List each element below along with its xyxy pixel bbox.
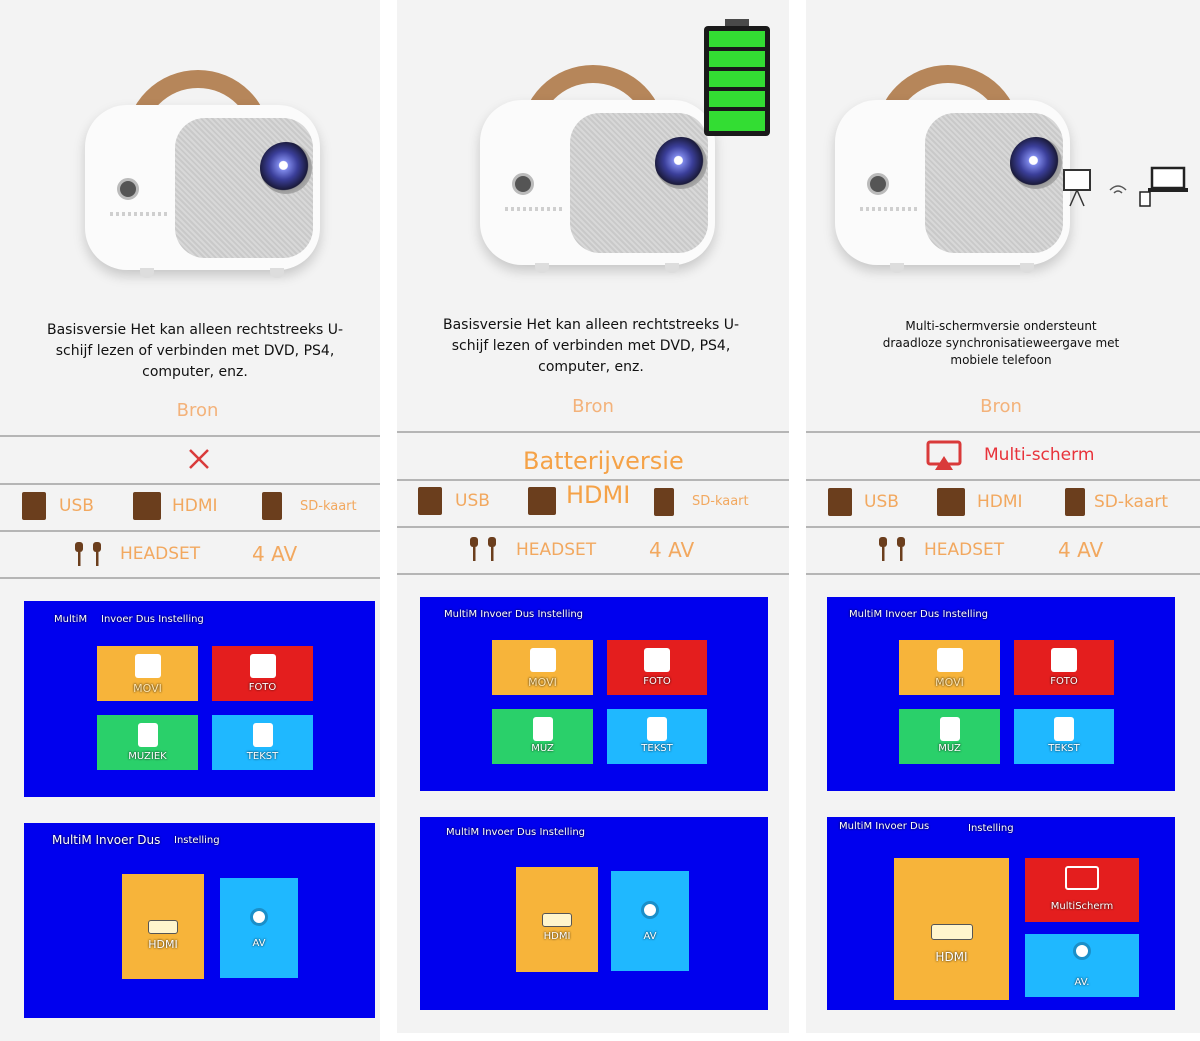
variant-column-battery: Basisversie Het kan alleen rechtstreeks …	[397, 0, 789, 1033]
source-label: Bron	[980, 396, 1022, 417]
tile-photo[interactable]: FOTO	[1014, 640, 1114, 695]
port-av: 4 AV	[1058, 538, 1104, 562]
sd-card-icon	[262, 492, 282, 520]
port-headset: HEADSET	[924, 540, 1005, 560]
menu-screen-media: MultiM Invoer Dus Instelling MOVI FOTO M…	[24, 601, 375, 797]
variant-column-multiscreen: Multi-schermversie ondersteunt draadloze…	[806, 0, 1200, 1033]
menu-tab-multim[interactable]: MultiM Invoer Dus Instelling	[849, 609, 989, 620]
hdmi-icon	[133, 492, 161, 520]
port-sd: SD-kaart	[692, 494, 749, 509]
tile-photo[interactable]: FOTO	[212, 646, 313, 701]
film-icon	[529, 648, 556, 672]
earphones-icon	[75, 542, 101, 566]
usb-icon	[22, 492, 46, 520]
screen-mirror-icon	[1065, 866, 1099, 890]
film-icon	[134, 654, 161, 678]
menu-screen-input: MultiM Invoer Dus Instelling HDMI AV	[420, 817, 768, 1010]
image-icon	[1051, 648, 1077, 672]
port-headset: HEADSET	[516, 540, 597, 560]
port-usb: USB	[59, 496, 94, 516]
tile-movie[interactable]: MOVI	[97, 646, 198, 701]
port-usb: USB	[864, 492, 899, 512]
cross-icon	[189, 449, 209, 469]
port-hdmi: HDMI	[566, 481, 631, 509]
music-note-icon	[532, 717, 553, 741]
document-icon	[647, 717, 667, 741]
port-hdmi: HDMI	[977, 492, 1023, 512]
document-icon	[1054, 717, 1074, 741]
port-sd: SD-kaart	[1094, 492, 1169, 512]
wireless-mirroring-diagram	[1063, 166, 1188, 207]
port-av: 4 AV	[649, 538, 695, 562]
tile-hdmi[interactable]: HDMI	[894, 858, 1009, 1000]
tile-multiscreen[interactable]: MultiScherm	[1025, 858, 1139, 922]
usb-icon	[828, 488, 852, 516]
variant-description: Basisversie Het kan alleen rechtstreeks …	[442, 317, 740, 375]
sd-card-icon	[654, 488, 674, 516]
port-usb: USB	[455, 491, 490, 511]
menu-screen-media: MultiM Invoer Dus Instelling MOVI FOTO M…	[420, 597, 768, 791]
tile-movie[interactable]: MOVI	[492, 640, 593, 695]
image-icon	[644, 648, 670, 672]
port-hdmi: HDMI	[172, 496, 218, 516]
film-icon	[936, 648, 963, 672]
tile-text[interactable]: TEKST	[212, 715, 313, 770]
av-jack-icon	[250, 908, 268, 926]
menu-tab-rest[interactable]: Invoer Dus Instelling	[101, 614, 204, 625]
music-note-icon	[939, 717, 960, 741]
hdmi-icon	[148, 920, 178, 934]
projector-image	[80, 70, 330, 290]
battery-full-icon	[704, 19, 770, 136]
document-icon	[252, 723, 273, 747]
music-note-icon	[137, 723, 158, 747]
menu-tab-multim[interactable]: MultiM Invoer Dus Instelling	[446, 827, 586, 838]
tile-music[interactable]: MUZIEK	[97, 715, 198, 770]
usb-icon	[418, 487, 442, 515]
menu-screen-input: MultiM Invoer Dus Instelling HDMI MultiS…	[827, 817, 1175, 1010]
image-icon	[249, 654, 276, 678]
tile-av[interactable]: AV.	[1025, 934, 1139, 997]
tile-text[interactable]: TEKST	[607, 709, 707, 764]
feature-label: Multi-scherm	[984, 445, 1095, 465]
tile-hdmi[interactable]: HDMI	[516, 867, 598, 972]
tile-hdmi[interactable]: HDMI	[122, 874, 204, 979]
earphones-icon	[470, 537, 496, 561]
source-label: Bron	[176, 400, 219, 421]
sd-card-icon	[1065, 488, 1085, 516]
tile-text[interactable]: TEKST	[1014, 709, 1114, 764]
tile-music[interactable]: MUZ	[492, 709, 593, 764]
feature-label: Batterijversie	[523, 447, 684, 475]
variant-description: Basisversie Het kan alleen rechtstreeks …	[46, 322, 344, 380]
tile-av[interactable]: AV	[611, 871, 689, 971]
menu-tab-rest[interactable]: Instelling	[968, 823, 1014, 834]
tile-photo[interactable]: FOTO	[607, 640, 707, 695]
hdmi-icon	[937, 488, 965, 516]
menu-screen-media: MultiM Invoer Dus Instelling MOVI FOTO M…	[827, 597, 1175, 791]
menu-tab-multim[interactable]: MultiM Invoer Dus Instelling	[444, 609, 584, 620]
av-jack-icon	[1073, 942, 1091, 960]
source-label: Bron	[572, 396, 614, 417]
variant-column-basic: Basisversie Het kan alleen rechtstreeks …	[0, 0, 380, 1041]
screen-mirror-icon	[926, 440, 962, 470]
hdmi-icon	[930, 924, 973, 940]
menu-tab-multim[interactable]: MultiM	[54, 614, 88, 625]
port-av: 4 AV	[252, 542, 298, 566]
tile-movie[interactable]: MOVI	[899, 640, 1000, 695]
av-jack-icon	[641, 901, 659, 919]
menu-screen-input: MultiM Invoer Dus Instelling HDMI AV	[24, 823, 375, 1018]
menu-tab-multim[interactable]: MultiM Invoer Dus	[839, 821, 930, 832]
port-headset: HEADSET	[120, 544, 201, 564]
hdmi-icon	[542, 913, 572, 927]
port-sd: SD-kaart	[300, 499, 357, 514]
menu-tab-multim[interactable]: MultiM Invoer Dus	[52, 833, 161, 847]
menu-tab-rest[interactable]: Instelling	[174, 835, 220, 846]
projector-image	[830, 65, 1080, 285]
variant-description: Multi-schermversie ondersteunt draadloze…	[882, 319, 1120, 367]
hdmi-icon	[528, 487, 556, 515]
projector-image	[475, 65, 725, 285]
earphones-icon	[879, 537, 905, 561]
tile-music[interactable]: MUZ	[899, 709, 1000, 764]
tile-av[interactable]: AV	[220, 878, 298, 978]
